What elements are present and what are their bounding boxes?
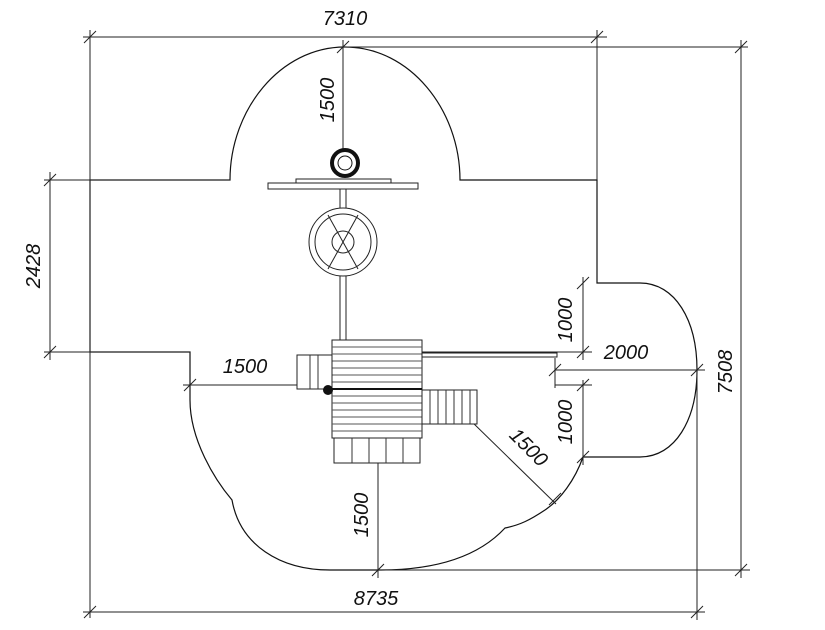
dimension-2000: 2000 (548, 342, 705, 388)
dim-label: 7508 (715, 350, 737, 395)
climbing-wall (421, 389, 478, 425)
dim-label: 2000 (603, 342, 649, 364)
dimension-diagonal-radius: 1500 (469, 419, 562, 506)
dimension-7508: 7508 (380, 40, 750, 578)
play-equipment (267, 148, 558, 464)
dim-label: 1500 (351, 493, 373, 538)
dimension-right-upper: 1000 (420, 276, 592, 360)
dim-label: 1500 (505, 424, 552, 471)
dim-label: 8735 (354, 588, 399, 610)
ladder (296, 354, 333, 390)
dim-label: 2428 (23, 244, 45, 290)
ring-swing-icon (330, 148, 360, 178)
rail (421, 352, 558, 358)
dimension-7310: 7310 (83, 8, 607, 618)
dim-label: 1500 (223, 356, 268, 378)
dimension-8735: 8735 (83, 370, 705, 620)
crossbar (267, 182, 419, 190)
safety-zone-outline (89, 46, 698, 571)
dimension-top-radius: 1500 (317, 40, 748, 152)
dimension-2428: 2428 (23, 172, 230, 360)
dim-label: 1500 (317, 78, 339, 123)
dimension-right-lower: 1000 (555, 378, 592, 465)
bench (333, 437, 421, 464)
dim-label: 7310 (323, 8, 368, 30)
dim-label: 1000 (555, 298, 577, 343)
post-cap (323, 385, 333, 395)
dimension-bottom-radius: 1500 (351, 455, 385, 578)
dim-label: 1000 (555, 400, 577, 445)
